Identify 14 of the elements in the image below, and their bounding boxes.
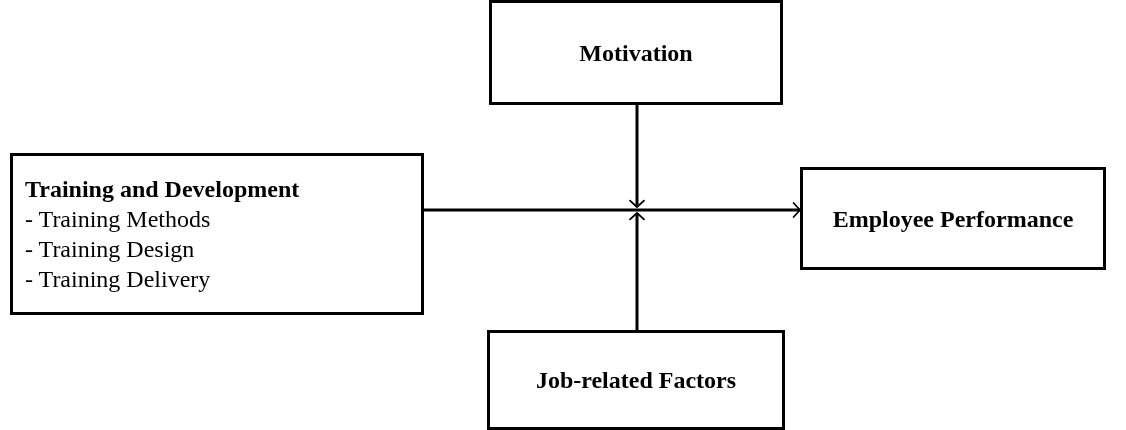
- box-heading: Training and Development: [25, 175, 301, 204]
- process-box: [487, 330, 785, 430]
- process-box: [10, 153, 424, 315]
- list-item: - Training Methods: [25, 205, 212, 234]
- box-heading: Job-related Factors: [535, 366, 737, 395]
- arrow: [629, 212, 645, 330]
- arrow: [629, 105, 645, 208]
- arrow: [424, 202, 801, 218]
- process-box: [800, 167, 1106, 270]
- list-item: - Training Design: [25, 235, 196, 264]
- process-box: [489, 0, 783, 105]
- box-heading: Employee Performance: [832, 204, 1074, 234]
- list-item: - Training Delivery: [25, 265, 212, 294]
- box-heading: Motivation: [579, 38, 693, 68]
